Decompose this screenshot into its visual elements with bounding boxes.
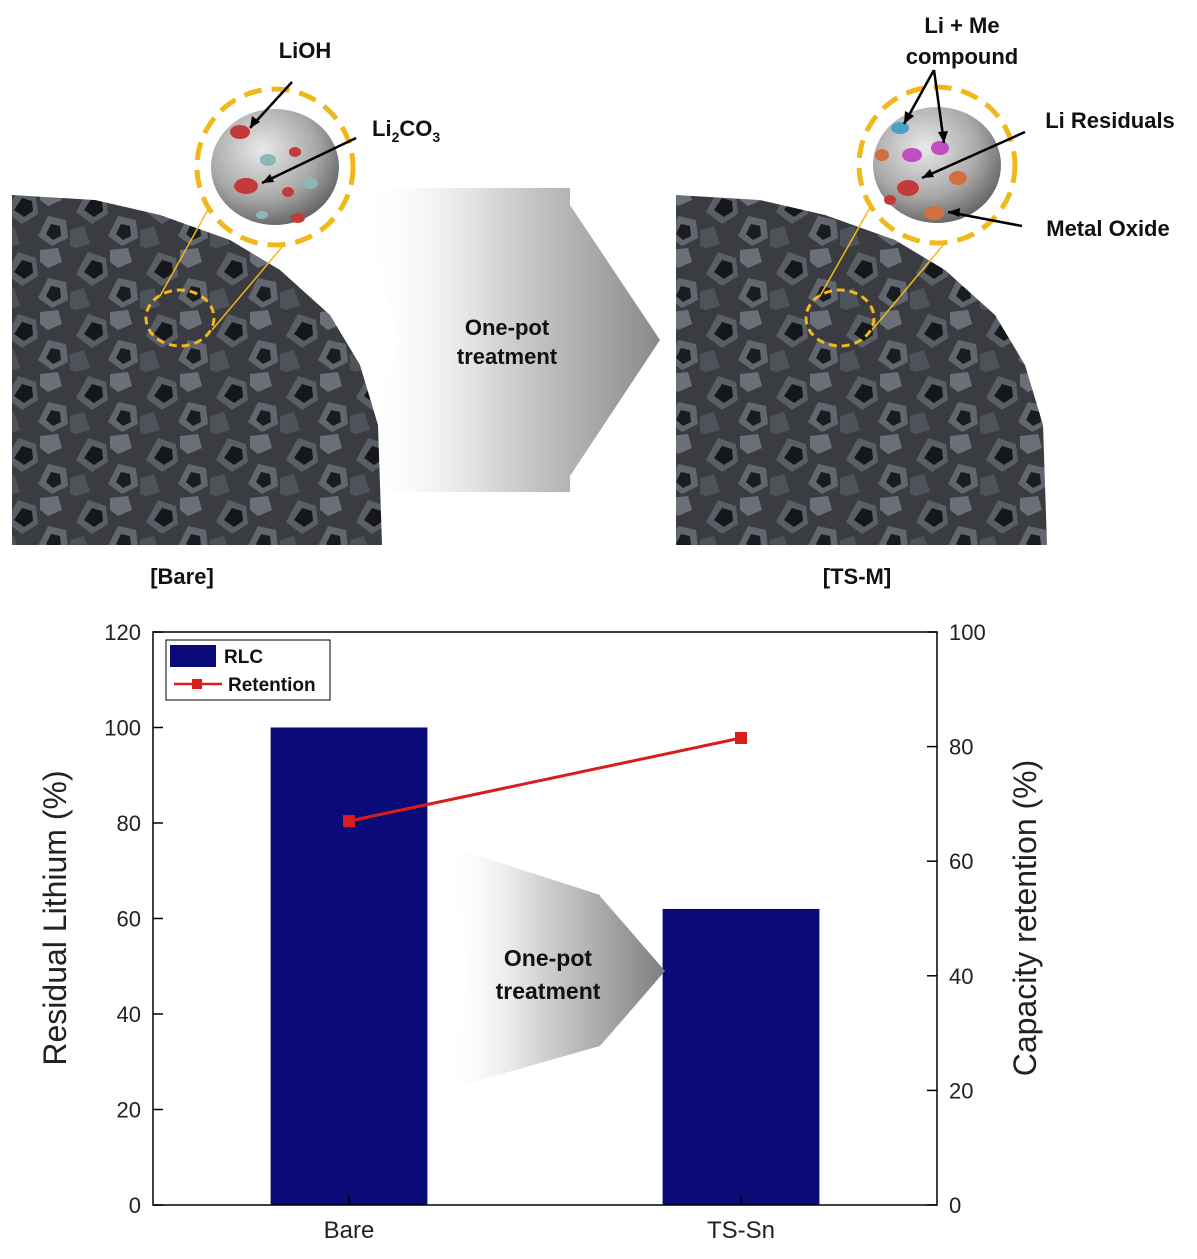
right-tick-label: 60 bbox=[949, 849, 973, 874]
bar-ts-sn bbox=[662, 908, 820, 1205]
right-tick-label: 100 bbox=[949, 620, 986, 645]
legend: RLC Retention bbox=[165, 639, 331, 701]
left-axis: 0 20 40 60 80 100 120 bbox=[104, 620, 163, 1218]
bar-bare bbox=[270, 727, 428, 1205]
x-tick-label: Bare bbox=[324, 1217, 375, 1244]
left-tick-label: 80 bbox=[117, 811, 141, 836]
retention-point-ts-sn bbox=[735, 732, 747, 745]
right-tick-label: 40 bbox=[949, 964, 973, 989]
lioh-label: LiOH bbox=[279, 38, 332, 63]
one-pot-annotation: One-pot treatment bbox=[445, 845, 665, 1090]
bare-zoom-region bbox=[144, 288, 216, 348]
treated-particle-cluster bbox=[676, 189, 1047, 545]
arrow-label-line1: One-pot bbox=[465, 315, 550, 340]
left-tick-label: 40 bbox=[117, 1002, 141, 1027]
arrow-label-line2: treatment bbox=[457, 344, 558, 369]
legend-swatch-rlc bbox=[170, 645, 216, 667]
left-tick-label: 60 bbox=[117, 907, 141, 932]
retention-line-layer bbox=[343, 732, 747, 828]
right-tick-label: 20 bbox=[949, 1078, 973, 1103]
ts-m-caption: [TS-M] bbox=[823, 564, 891, 589]
retention-line bbox=[348, 736, 742, 823]
y-axis-label: Residual Lithium (%) bbox=[37, 770, 73, 1065]
bars-layer bbox=[270, 727, 820, 1205]
retention-point-bare bbox=[343, 815, 355, 828]
right-tick-label: 0 bbox=[949, 1193, 961, 1218]
right-tick-label: 80 bbox=[949, 735, 973, 760]
x-axis: Bare TS-Sn bbox=[324, 1195, 775, 1244]
bare-zoom-sphere bbox=[194, 86, 356, 248]
left-tick-label: 20 bbox=[117, 1098, 141, 1123]
annotation-line2: treatment bbox=[496, 978, 601, 1004]
one-pot-arrow bbox=[360, 188, 660, 492]
li-residuals-label: Li Residuals bbox=[1045, 108, 1175, 133]
annotation-line1: One-pot bbox=[504, 945, 592, 971]
bare-particle-cluster bbox=[12, 187, 382, 545]
treated-zoom-sphere bbox=[856, 84, 1018, 246]
legend-marker-retention bbox=[192, 679, 202, 689]
annotation-arrow bbox=[445, 845, 665, 1090]
metal-oxide-label: Metal Oxide bbox=[1046, 216, 1169, 241]
left-tick-label: 0 bbox=[129, 1193, 141, 1218]
residual-lithium-chart: One-pot treatment 0 20 40 60 80 100 120 0 20 40 6… bbox=[37, 620, 1043, 1244]
legend-label-retention: Retention bbox=[228, 675, 316, 696]
treated-zoom-region bbox=[804, 288, 876, 348]
process-schematic: One-pot treatment LiOH Li2CO3 [Bare] bbox=[12, 13, 1175, 589]
left-tick-label: 120 bbox=[104, 620, 141, 645]
li-me-compound-label-line2: compound bbox=[906, 44, 1018, 69]
right-axis: 0 20 40 60 80 100 bbox=[927, 620, 986, 1218]
left-tick-label: 100 bbox=[104, 716, 141, 741]
bare-caption: [Bare] bbox=[150, 564, 214, 589]
li2co3-label: Li2CO3 bbox=[372, 116, 440, 145]
legend-label-rlc: RLC bbox=[224, 647, 263, 668]
x-tick-label: TS-Sn bbox=[707, 1217, 775, 1244]
li-me-compound-label-line1: Li + Me bbox=[924, 13, 999, 38]
y2-axis-label: Capacity retention (%) bbox=[1007, 760, 1043, 1077]
